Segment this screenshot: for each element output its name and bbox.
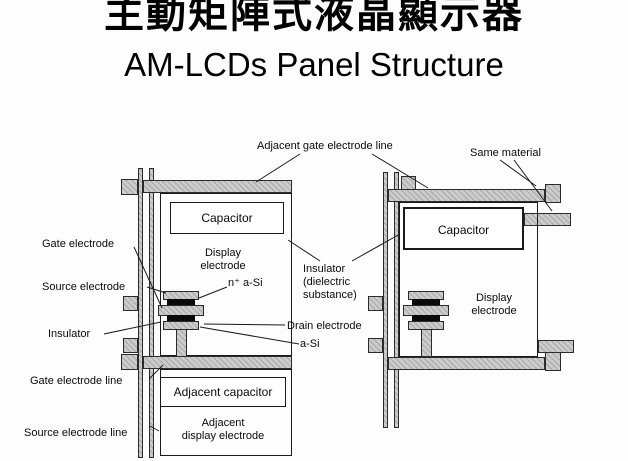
label-same-material: Same material: [470, 147, 541, 159]
contact-tab-mid1-left: [123, 296, 138, 311]
contact-tab-top-right: [401, 176, 416, 190]
end-tab-bottom-right: [545, 352, 561, 371]
label-n-plus-a-si: n⁺ a-Si: [228, 277, 263, 289]
leader-adjacent-gate-right: [371, 153, 429, 189]
drain-contact-stem-left: [176, 329, 187, 357]
same-material-bar-lower-right: [538, 340, 574, 353]
gate-line-bar-left: [143, 356, 292, 369]
contact-tab-mid2-right: [368, 338, 383, 353]
n-plus-a-si-layer-right: [412, 299, 440, 306]
leader-insulator-dielectric-left: [287, 239, 321, 262]
label-adjacent-gate-electrode-line: Adjacent gate electrode line: [257, 140, 393, 152]
adjacent-gate-line-bar-left: [143, 180, 292, 193]
contact-tab-mid1-right: [368, 296, 383, 311]
leader-insulator-dielectric-right: [351, 233, 401, 262]
label-insulator-dielectric: Insulator (dielectric substance): [303, 263, 357, 301]
label-insulator: Insulator: [48, 328, 91, 340]
label-a-si: a-Si: [300, 338, 320, 350]
label-capacitor-left: Capacitor: [201, 211, 253, 225]
display-electrode-region-right: [399, 202, 538, 357]
drain-contact-stem-right: [421, 329, 432, 357]
contact-tab-top-left: [121, 179, 138, 195]
slide-title-english: AM-LCDs Panel Structure: [124, 46, 504, 83]
label-source-electrode-line: Source electrode line: [24, 427, 128, 439]
n-plus-a-si-layer-left: [167, 299, 195, 306]
source-electrode-line-vertical-a-left: [138, 168, 143, 458]
a-si-layer-left: [167, 315, 195, 322]
source-electrode-line-vertical-a-right: [383, 172, 388, 428]
label-adjacent-capacitor: Adjacent capacitor: [173, 385, 273, 399]
source-electrode-line-vertical-b-left: [149, 168, 154, 458]
leader-adjacent-gate-left: [255, 153, 301, 183]
same-material-bar-upper-right: [524, 213, 571, 226]
gate-line-bar-right: [388, 357, 545, 370]
capacitor-box-right: [403, 207, 524, 250]
slide-title-chinese: 主動矩陣式液晶顯示器: [104, 0, 524, 36]
leader-same-material-1: [499, 159, 537, 187]
label-capacitor-right: Capacitor: [437, 223, 490, 237]
adjacent-display-electrode-region-left: [160, 369, 292, 456]
label-gate-electrode: Gate electrode: [42, 238, 115, 250]
a-si-layer-right: [412, 315, 440, 322]
end-tab-top-right: [545, 184, 561, 203]
label-display-electrode-left: Display electrode: [200, 247, 246, 272]
label-drain-electrode: Drain electrode: [287, 320, 362, 332]
label-adjacent-display-electrode: Adjacent display electrode: [181, 417, 265, 442]
contact-tab-bottom-left: [121, 354, 138, 370]
label-gate-electrode-line: Gate electrode line: [30, 375, 123, 387]
adjacent-capacitor-box-left: [160, 377, 286, 407]
adjacent-gate-line-bar-right: [388, 189, 545, 202]
label-display-electrode-right: Display electrode: [471, 292, 517, 317]
label-source-electrode: Source electrode: [42, 281, 126, 293]
contact-tab-mid2-left: [123, 338, 138, 353]
capacitor-box-left: [170, 202, 284, 234]
